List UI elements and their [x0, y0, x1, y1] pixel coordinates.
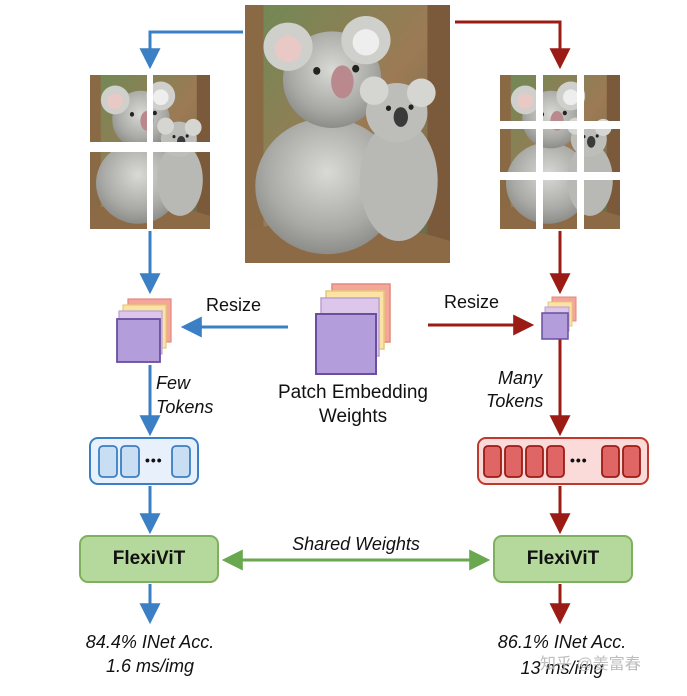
- right-result-accuracy: 86.1% INet Acc.: [497, 632, 627, 652]
- token: [546, 445, 565, 478]
- many-tokens-ellipsis: •••: [570, 452, 588, 468]
- token: [483, 445, 502, 478]
- patch-embedding-label-2: Weights: [318, 406, 388, 427]
- resize-label-left: Resize: [206, 295, 262, 315]
- flexivit-left-label: FlexiViT: [112, 548, 186, 569]
- token: [120, 445, 140, 478]
- many-tokens-label-2: Tokens: [486, 391, 544, 411]
- flexivit-right-label: FlexiViT: [526, 548, 600, 569]
- patch-embedding-label-1: Patch Embedding: [278, 382, 428, 403]
- token: [98, 445, 118, 478]
- many-tokens-label-1: Many: [498, 368, 543, 388]
- few-tokens-label-2: Tokens: [156, 397, 214, 417]
- many-embedding-stack: [541, 296, 577, 340]
- shared-weights-label: Shared Weights: [292, 534, 420, 554]
- koala-photo: [245, 5, 450, 263]
- many-patches-grid: [500, 75, 620, 229]
- resize-label-right: Resize: [444, 292, 500, 312]
- flexivit-right-box: [493, 535, 633, 583]
- few-embedding-stack: [116, 298, 172, 363]
- token: [601, 445, 620, 478]
- few-tokens-box: [89, 437, 199, 485]
- many-tokens-box: [477, 437, 649, 485]
- token: [504, 445, 523, 478]
- token: [525, 445, 544, 478]
- watermark: 知乎 @姜富春: [540, 656, 641, 673]
- few-tokens-label-1: Few: [156, 373, 191, 393]
- left-result-accuracy: 84.4% INet Acc.: [85, 632, 215, 652]
- token: [171, 445, 191, 478]
- few-tokens-ellipsis: •••: [145, 452, 163, 468]
- arrow-image-to-few-patches: [139, 30, 243, 70]
- arrow-image-to-many-patches: [455, 20, 571, 70]
- token: [622, 445, 641, 478]
- patch-embedding-weights-stack: [315, 283, 391, 375]
- few-patches-grid: [90, 75, 210, 229]
- flexivit-left-box: [79, 535, 219, 583]
- right-result-latency: 13 ms/img: [520, 658, 604, 678]
- left-result-latency: 1.6 ms/img: [105, 656, 195, 676]
